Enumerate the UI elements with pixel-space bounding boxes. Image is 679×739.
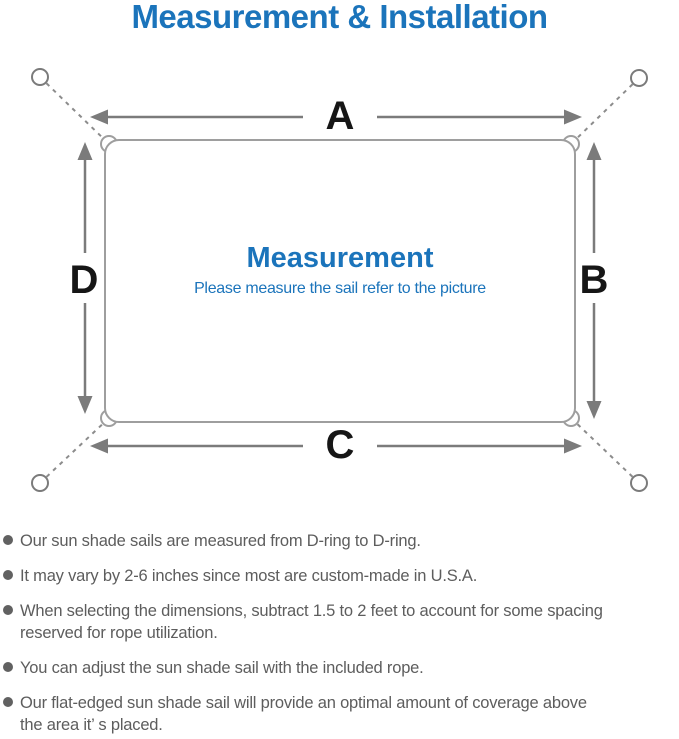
rope-dash-top-right bbox=[570, 77, 640, 145]
rope-dash-top-left bbox=[39, 76, 110, 145]
rope-dash-bottom-right bbox=[570, 417, 640, 484]
note-item: You can adjust the sun shade sail with t… bbox=[3, 657, 675, 679]
bullet-dot-icon bbox=[3, 605, 13, 615]
anchor-ring-top-right bbox=[630, 69, 648, 87]
dimension-label-b: B bbox=[580, 258, 609, 302]
sail-rectangle bbox=[104, 139, 576, 423]
anchor-ring-bottom-right bbox=[630, 474, 648, 492]
note-text: It may vary by 2-6 inches since most are… bbox=[20, 567, 478, 585]
dimension-label-a: A bbox=[326, 94, 355, 138]
dimension-arrow-b bbox=[586, 142, 602, 419]
measurement-diagram: A B C D Measurement Please measure the s… bbox=[31, 68, 648, 492]
anchor-ring-bottom-left bbox=[31, 474, 49, 492]
note-text: You can adjust the sun shade sail with t… bbox=[20, 659, 424, 677]
bullet-dot-icon bbox=[3, 535, 13, 545]
dimension-label-d: D bbox=[70, 258, 99, 302]
dimension-arrow-c bbox=[90, 438, 582, 454]
note-item: Our sun shade sails are measured from D-… bbox=[3, 530, 675, 552]
note-text: When selecting the dimensions, subtract … bbox=[20, 602, 603, 642]
notes-list: Our sun shade sails are measured from D-… bbox=[3, 530, 675, 739]
bullet-dot-icon bbox=[3, 662, 13, 672]
note-text: Our flat-edged sun shade sail will provi… bbox=[20, 694, 587, 734]
anchor-ring-top-left bbox=[31, 68, 49, 86]
dimension-label-c: C bbox=[326, 423, 355, 467]
bullet-dot-icon bbox=[3, 570, 13, 580]
page-title: Measurement & Installation bbox=[131, 0, 548, 35]
rope-dash-bottom-left bbox=[39, 417, 110, 484]
note-item: When selecting the dimensions, subtract … bbox=[3, 600, 675, 644]
note-item: Our flat-edged sun shade sail will provi… bbox=[3, 692, 675, 736]
dimension-arrow-a bbox=[90, 109, 582, 125]
dimension-arrow-d bbox=[77, 142, 93, 414]
note-item: It may vary by 2-6 inches since most are… bbox=[3, 565, 675, 587]
note-text: Our sun shade sails are measured from D-… bbox=[20, 532, 421, 550]
diagram-center-subtitle: Please measure the sail refer to the pic… bbox=[194, 280, 486, 297]
diagram-center-title: Measurement bbox=[247, 242, 434, 274]
bullet-dot-icon bbox=[3, 697, 13, 707]
